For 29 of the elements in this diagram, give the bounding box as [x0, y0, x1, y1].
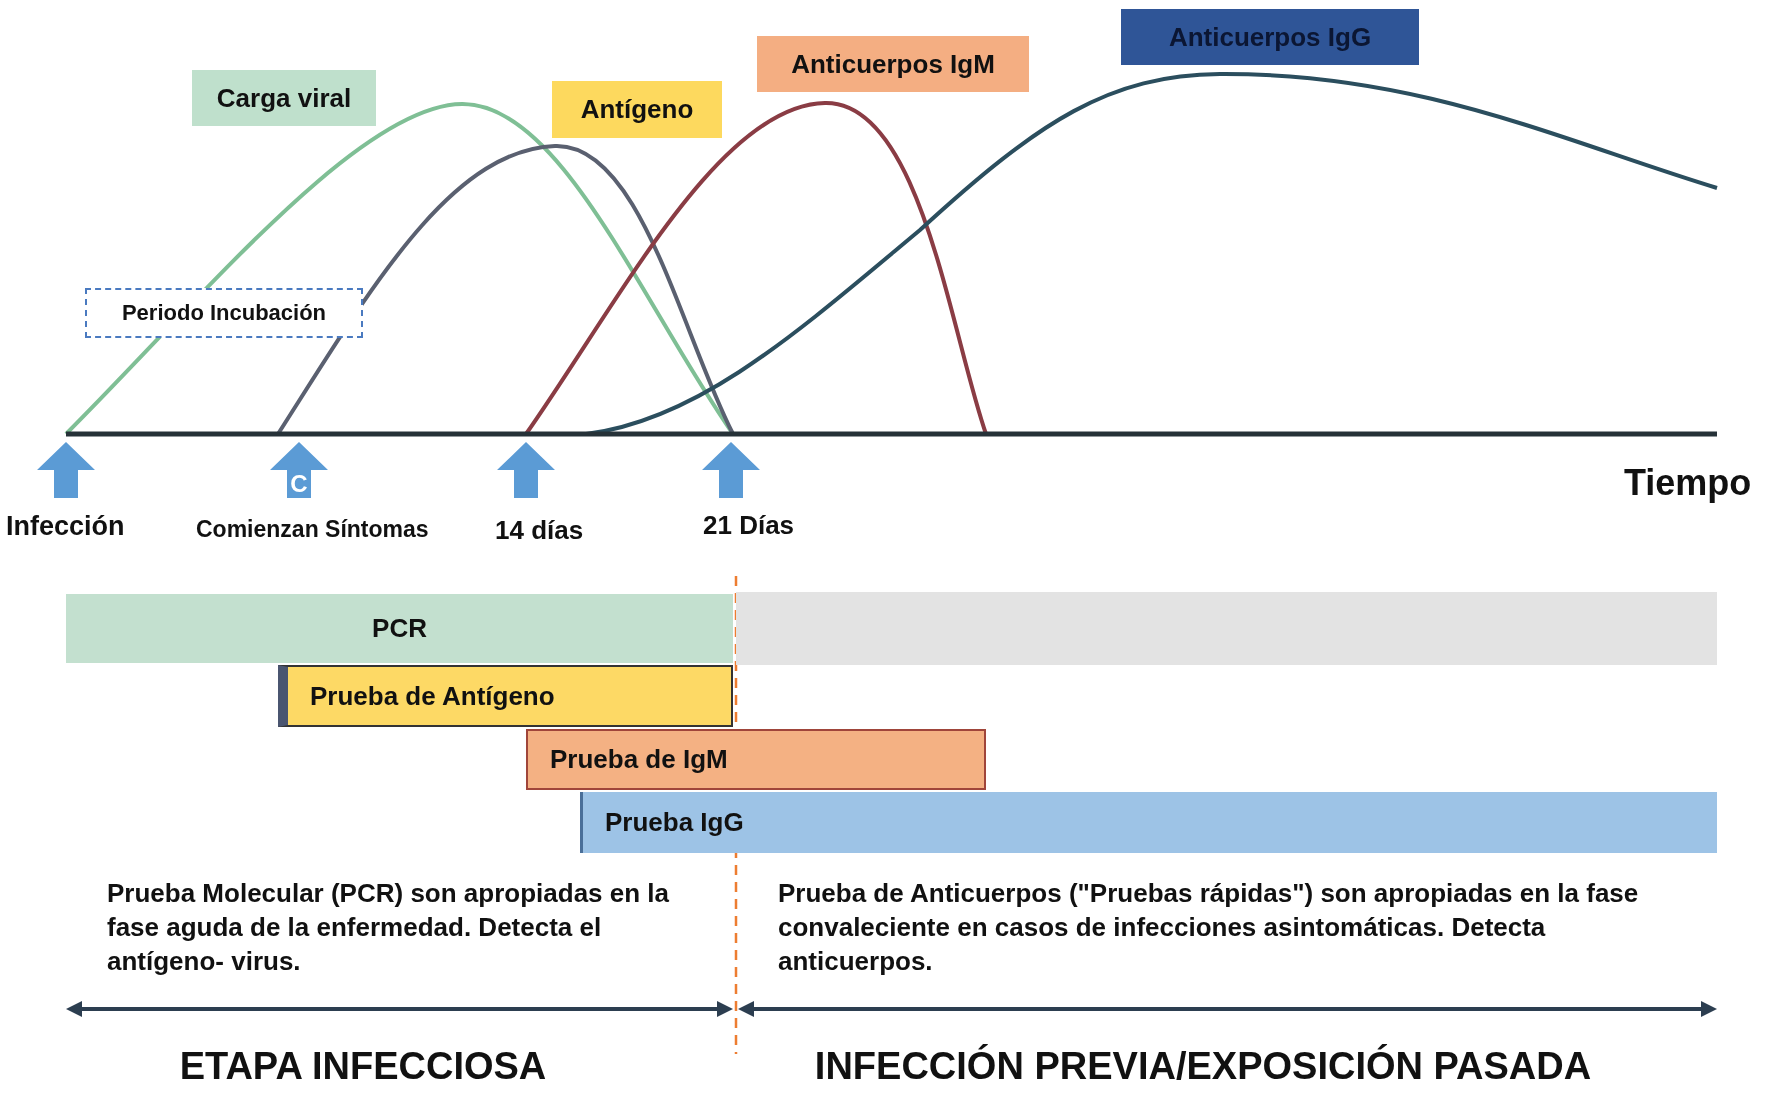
section-title: ETAPA INFECCIOSA [178, 1044, 548, 1089]
curve-label-tag [552, 81, 722, 138]
bar-label: Prueba de IgM [550, 744, 728, 775]
bar-label: Antígeno [580, 94, 694, 125]
timeline-label: C [289, 472, 309, 496]
timeline-label: 21 Días [703, 509, 796, 542]
section-title: Tiempo [1624, 461, 1753, 505]
description-paragraph: Prueba Molecular (PCR) son apropiadas en la fase aguda de la enfermedad. Detecta el antígeno- virus. [107, 877, 671, 978]
bar-label: Anticuerpos IgG [1168, 21, 1372, 53]
test-window-bar [66, 594, 733, 663]
background-bar [736, 592, 1717, 665]
timeline-label: 14 días [495, 514, 585, 547]
curve-label-tag [192, 70, 376, 126]
bar-label: Anticuerpos IgM [791, 48, 995, 80]
section-title: INFECCIÓN PREVIA/EXPOSICIÓN PASADA [813, 1043, 1593, 1089]
bar-label: PCR [372, 613, 427, 644]
curve-label-tag [757, 36, 1029, 92]
dashed-label-box [85, 288, 363, 338]
timeline-label: Comienzan Síntomas [196, 515, 430, 544]
test-window-bar [526, 729, 986, 790]
curve-label-tag [1121, 9, 1419, 65]
bar-label: Prueba de Antígeno [310, 680, 555, 712]
test-window-bar [580, 792, 1717, 853]
description-paragraph: Prueba de Anticuerpos ("Pruebas rápidas") son apropiadas en la fase convaleciente en casos de infecciones asintomáticas. Detecta anticuerpos. [778, 877, 1640, 978]
bar-label: Prueba IgG [605, 807, 744, 838]
test-window-bar [278, 665, 733, 727]
timeline-label: Infección [6, 510, 126, 543]
bar-label: Periodo Incubación [121, 300, 327, 326]
bar-label: Carga viral [216, 82, 352, 114]
